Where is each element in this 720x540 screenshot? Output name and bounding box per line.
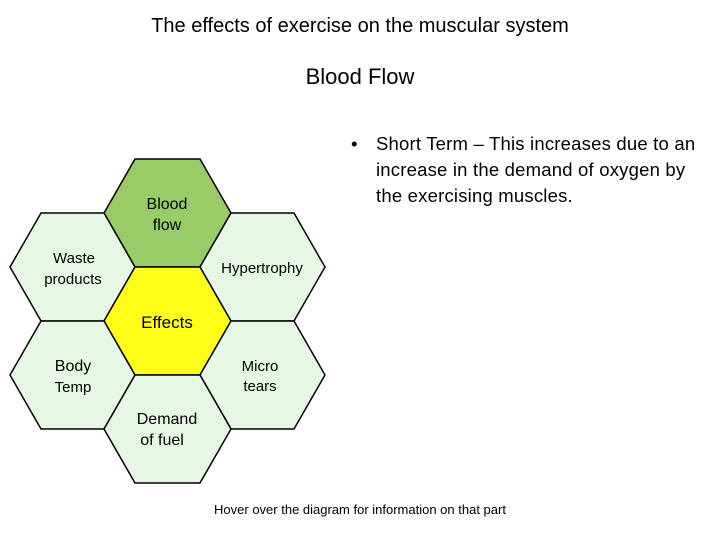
- hex-demand-of-fuel[interactable]: Demand of fuel: [103, 374, 232, 484]
- section-title: Blood Flow: [305, 64, 415, 89]
- hex-body-temp[interactable]: Body Temp: [9, 320, 136, 430]
- hex-waste-products-line1: Waste: [53, 250, 95, 267]
- info-bullet: • Short Term – This increases due to an …: [351, 131, 698, 209]
- hex-demand-of-fuel-line1: Demand: [137, 411, 197, 428]
- page-title: The effects of exercise on the muscular …: [151, 15, 569, 37]
- hex-waste-products-line2: products: [44, 271, 102, 288]
- hex-micro-tears-line1: Micro: [242, 358, 279, 375]
- bullet-text: Short Term – This increases due to an in…: [376, 133, 696, 206]
- hex-blood-flow-line1: Blood: [147, 196, 188, 213]
- hover-hint: Hover over the diagram for information o…: [214, 502, 506, 517]
- hex-demand-of-fuel-line2: of fuel: [140, 432, 184, 449]
- hex-demand-of-fuel-shape: [103, 374, 232, 484]
- hex-hypertrophy-line1: Hypertrophy: [221, 260, 303, 277]
- hex-body-temp-line1: Body: [55, 358, 91, 375]
- hex-micro-tears-line2: tears: [243, 378, 276, 395]
- hex-effects-line1: Effects: [141, 313, 193, 332]
- bullet-marker: •: [351, 133, 358, 154]
- hex-body-temp-line2: Temp: [55, 379, 92, 396]
- hex-blood-flow-line2: flow: [153, 217, 182, 234]
